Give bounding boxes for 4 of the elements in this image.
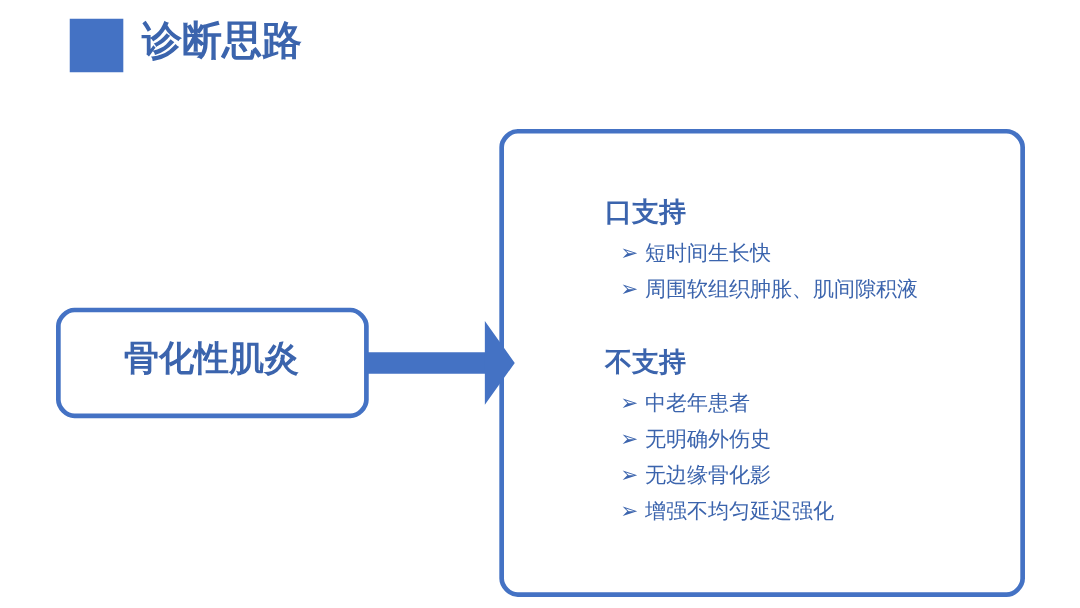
arrow [365, 321, 515, 405]
node-box: 骨化性肌炎 [55, 307, 369, 419]
diagram-title: 诊断思路 [141, 17, 302, 64]
node-box: 口支持 ➢ 短时间生长快 ➢ 周围软组织肿胀、肌间隙积液 不支持 ➢ 中老年患者 ➢ 无明确外伤史 ➢ 无边缘骨化影 ➢ 增强不均匀延迟强化 [498, 128, 1025, 597]
